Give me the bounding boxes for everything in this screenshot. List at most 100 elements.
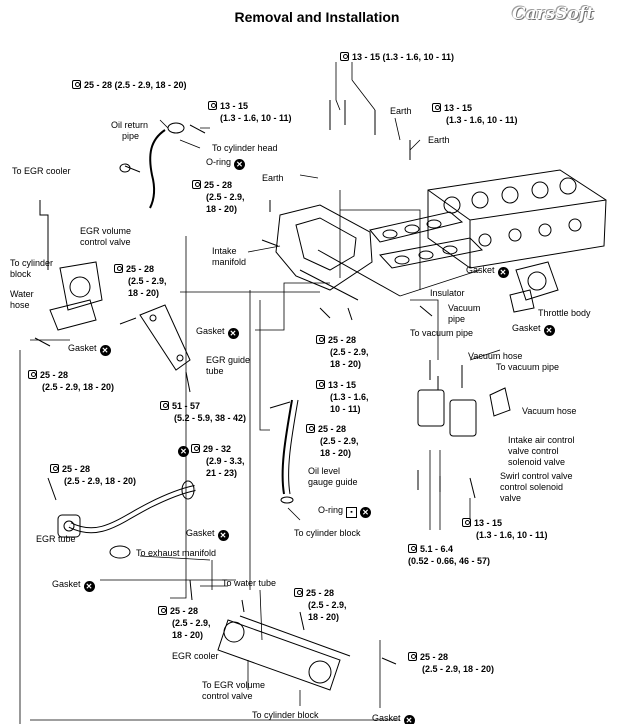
do-not-reuse-icon: ✕ [403,715,415,724]
label-swirl-control-2: control solenoid [500,482,564,492]
torque-spec-oil-return: 25 - 28 (2.5 - 2.9, 18 - 20) [72,80,187,91]
do-not-reuse-icon: ✕ [234,159,246,170]
label-oil-return-pipe: Oil return [111,120,149,130]
torque-icon [316,380,325,389]
torque-spec-bottom-right-2: (2.5 - 2.9, 18 - 20) [422,664,495,674]
egr-volume-control-valve-drawing [39,200,103,331]
do-not-reuse-icon: ✕ [99,345,111,356]
label-to-cylinder-block-gauge: To cylinder block [294,528,361,538]
throttle-body-drawing [509,261,559,313]
label-throttle-body: Throttle body [538,308,591,318]
do-not-reuse-icon: ✕ [360,507,372,518]
torque-icon [306,424,315,433]
torque-spec-cooler-right-2: (2.5 - 2.9, [308,600,347,610]
torque-spec-center-2: (2.5 - 2.9, [330,347,369,357]
label-egr-guide-tube-2: tube [206,366,224,376]
do-not-reuse-icon: ✕ [543,325,555,336]
solenoid-valves-drawing [417,360,511,437]
torque-spec-egr-bolt-2: (2.9 - 3.3, [206,456,245,466]
torque-icon [208,101,217,110]
torque-spec-left-2: (2.5 - 2.9, 18 - 20) [42,382,115,392]
leader-lines [19,62,501,724]
label-to-vacuum-pipe-2: To vacuum pipe [496,362,560,372]
label-intake-manifold-2: manifold [212,257,247,267]
torque-icon [192,180,201,189]
torque-spec-oil-return-bolt: 13 - 15 [208,101,248,112]
cylinder-head-drawing [427,169,607,269]
label-vacuum-pipe: Vacuum [448,303,481,313]
torque-icon [408,652,417,661]
page-title: Removal and Installation [234,9,400,25]
label-swirl-control-3: valve [500,493,522,503]
torque-spec-center: 25 - 28 [316,335,356,346]
torque-icon [114,264,123,273]
label-to-cylinder-block: To cylinder [10,258,54,268]
torque-spec-egr-tube: 25 - 28 [50,464,90,475]
bolts-drawing [34,100,476,665]
torque-spec-egr-volume-3: 18 - 20) [128,288,160,298]
label-vacuum-hose-2: Vacuum hose [522,406,577,416]
torque-spec-egr-bolt: ✕29 - 32 [178,444,231,457]
torque-icon [50,464,59,473]
torque-spec-egr-guide-2: (5.2 - 5.9, 38 - 42) [174,413,247,423]
egr-cooler-drawing [217,615,351,691]
torque-icon [408,544,417,553]
torque-spec-cooler-left-2: (2.5 - 2.9, [172,618,211,628]
label-o-ring-top: O-ring✕ [206,157,246,170]
label-intake-air-control-3: solenoid valve [508,457,566,467]
torque-spec-oil-return-bolt-sub: (1.3 - 1.6, 10 - 11) [220,113,292,123]
label-gasket-right: Gasket✕ [466,265,509,278]
label-gasket-egr-bottom: Gasket✕ [52,579,95,592]
label-intake-manifold: Intake [212,246,237,256]
torque-spec-egr-bolt-3: 21 - 23) [206,468,238,478]
apply-oil-icon: ▪ [346,507,358,518]
torque-spec-solenoid-2: (1.3 - 1.6, 10 - 11) [476,530,548,540]
torque-icon [340,52,349,61]
label-to-cylinder-block-2: block [10,269,32,279]
label-egr-volume-control-valve-2: control valve [80,237,131,247]
torque-icon [158,606,167,615]
torque-spec-cooler-right-3: 18 - 20) [308,612,340,622]
torque-spec-earth-sub: (1.3 - 1.6, 10 - 11) [446,115,518,125]
torque-spec-egr-volume-2: (2.5 - 2.9, [128,276,167,286]
label-earth-2: Earth [428,135,450,145]
label-to-vacuum-pipe-1: To vacuum pipe [410,328,474,338]
label-gasket-left: Gasket✕ [68,343,111,356]
label-swirl-control: Swirl control valve [500,471,573,481]
do-not-reuse-icon: ✕ [83,581,95,592]
torque-spec-solenoid: 13 - 15 [462,518,502,529]
torque-spec-solenoid-nut-2: (0.52 - 0.66, 46 - 57) [408,556,491,566]
do-not-reuse-icon: ✕ [178,446,189,457]
label-egr-tube: EGR tube [36,534,76,544]
torque-spec-center-b: 13 - 15 [316,380,356,391]
torque-icon [28,370,37,379]
egr-tube-drawing [57,480,196,559]
torque-icon [160,401,169,410]
label-insulator: Insulator [430,288,465,298]
torque-spec-cooler-left-3: 18 - 20) [172,630,204,640]
label-o-ring-gauge: O-ring▪✕ [318,505,372,518]
do-not-reuse-icon: ✕ [227,328,239,339]
label-oil-return-pipe-2: pipe [122,131,140,141]
do-not-reuse-icon: ✕ [217,530,229,541]
label-water-hose: Water [10,289,34,299]
torque-spec-center-b-2: (1.3 - 1.6, [330,392,369,402]
torque-icon [191,444,200,453]
label-to-egr-cooler: To EGR cooler [12,166,71,176]
label-to-water-tube: To water tube [222,578,277,588]
label-vacuum-hose: Vacuum hose [468,351,523,361]
watermark-logo: CarsSoft [512,4,594,24]
torque-spec-cooler-right: 25 - 28 [294,588,334,599]
oil-level-gauge-guide-drawing [280,399,299,504]
torque-spec-intake: 25 - 28 [192,180,232,191]
label-gasket-throttle: Gasket✕ [512,323,555,336]
torque-icon [294,588,303,597]
egr-guide-tube-drawing [139,304,191,371]
label-to-egr-volume-control-valve-2: control valve [202,691,253,701]
label-water-hose-2: hose [10,300,30,310]
label-to-exhaust-manifold: To exhaust manifold [136,548,217,558]
label-egr-volume-control-valve: EGR volume [80,226,132,236]
label-to-cylinder-head: To cylinder head [212,143,278,153]
